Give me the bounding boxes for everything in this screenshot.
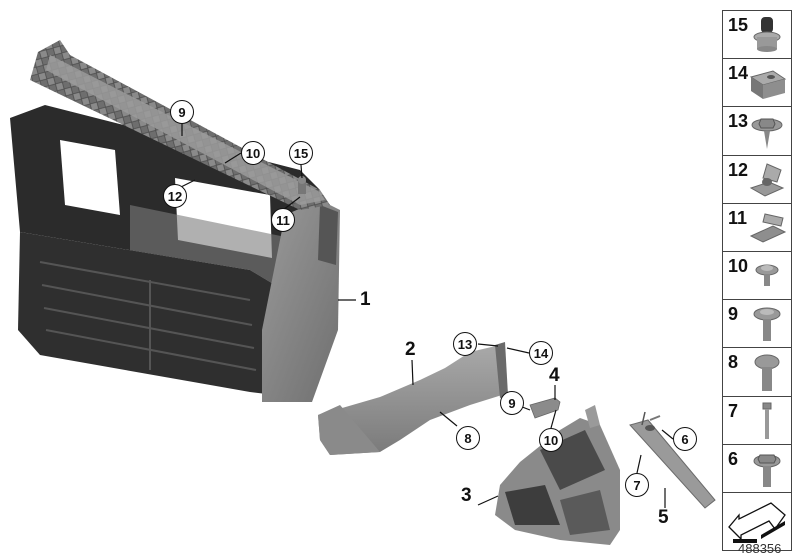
expanding-nut-icon (753, 17, 781, 52)
clip-nut-icon (749, 70, 787, 100)
callout-part-2[interactable]: 2 (405, 339, 416, 360)
legend-number: 15 (728, 15, 749, 35)
callout-circle-15[interactable]: 15 (289, 141, 313, 165)
part-2-air-duct (318, 342, 508, 455)
part-4-bracket (529, 397, 561, 419)
legend-item-12[interactable]: 12 (723, 155, 791, 204)
legend-number: 8 (728, 352, 739, 373)
legend-number: 14 (728, 63, 749, 84)
legend-item-15[interactable]: 15 (723, 11, 791, 60)
callout-circle-9-top[interactable]: 9 (170, 100, 194, 124)
torx-screw-icon (753, 307, 781, 342)
callout-circle-8[interactable]: 8 (456, 426, 480, 450)
part-5-strip (629, 411, 716, 509)
button-head-bolt-icon (754, 354, 780, 392)
legend-item-6[interactable]: 6 (723, 444, 791, 493)
diagram-id-number: 488356 (738, 541, 782, 556)
callout-circle-14[interactable]: 14 (529, 341, 553, 365)
legend-item-8[interactable]: 8 (723, 348, 791, 397)
legend-item-11[interactable]: 11 (723, 203, 791, 252)
callout-part-4[interactable]: 4 (549, 365, 560, 386)
legend-item-13[interactable]: 13 (723, 107, 791, 156)
small-torx-screw-icon (755, 264, 779, 286)
legend-item-14[interactable]: 14 (723, 59, 791, 108)
legend-number: 12 (728, 159, 749, 180)
spring-clip-icon (749, 213, 787, 243)
callout-circle-10-duct[interactable]: 10 (539, 428, 563, 452)
callout-circle-7[interactable]: 7 (625, 473, 649, 497)
legend-item-10[interactable]: 10 (723, 251, 791, 301)
hex-flange-bolt-icon (753, 454, 781, 487)
part-1-radiator-carrier (10, 40, 340, 402)
view-direction-arrow-icon (728, 502, 786, 543)
parts-legend: 15 14 13 12 11 (722, 10, 792, 551)
callout-circle-10-top[interactable]: 10 (241, 141, 265, 165)
part-3-lower-air-duct (495, 405, 620, 545)
callout-part-3[interactable]: 3 (461, 485, 472, 506)
hex-screw-washer-icon (751, 118, 783, 150)
legend-number: 11 (728, 207, 748, 228)
callout-circle-13[interactable]: 13 (453, 332, 477, 356)
legend-item-7[interactable]: 7 (723, 396, 791, 445)
callout-part-1[interactable]: 1 (360, 289, 371, 310)
callout-circle-11[interactable]: 11 (271, 208, 295, 232)
callout-circle-6[interactable]: 6 (673, 427, 697, 451)
legend-number: 9 (728, 304, 739, 325)
callout-circle-12[interactable]: 12 (163, 184, 187, 208)
callout-circle-9-bracket[interactable]: 9 (500, 391, 524, 415)
legend-number: 13 (728, 111, 749, 132)
legend-number: 6 (728, 448, 739, 469)
u-nut-icon (749, 162, 785, 197)
legend-item-9[interactable]: 9 (723, 300, 791, 349)
legend-number: 7 (728, 400, 739, 421)
legend-view-direction (723, 492, 791, 551)
legend-number: 10 (728, 255, 749, 276)
callout-part-5[interactable]: 5 (658, 507, 669, 528)
long-bolt-icon (762, 402, 772, 439)
